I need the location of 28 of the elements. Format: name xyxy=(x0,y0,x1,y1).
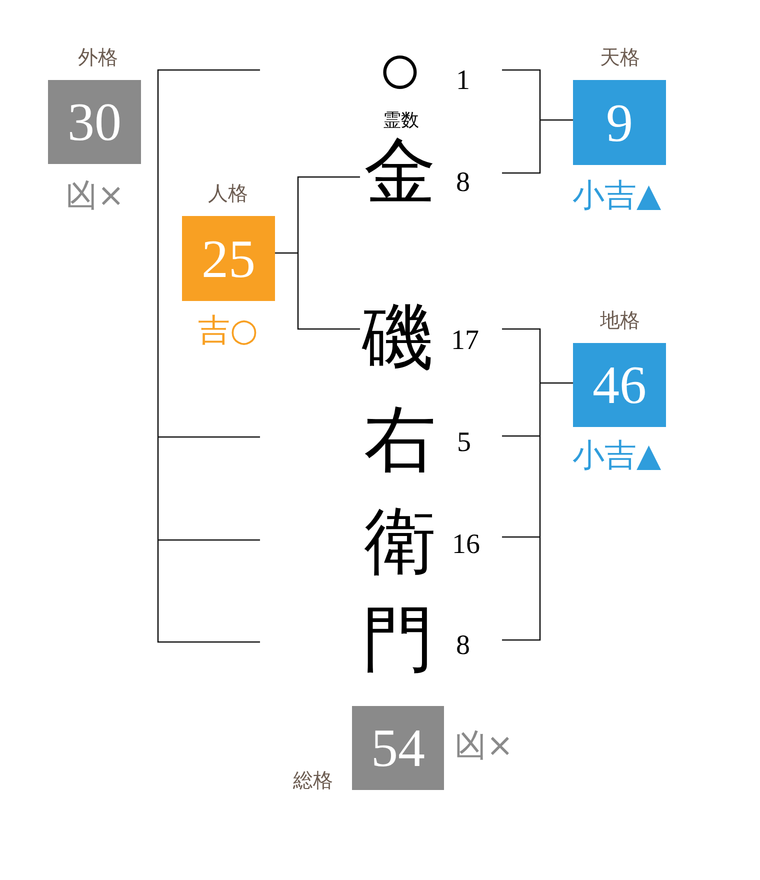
stroke-count: 17 xyxy=(451,327,479,355)
name-character: 金 xyxy=(364,136,436,208)
fortune-rating: 小吉▲ xyxy=(572,439,662,471)
note-text: 霊数 xyxy=(383,111,419,129)
category-heading: 地格 xyxy=(600,310,640,330)
fortune-rating: 凶× xyxy=(66,179,124,211)
name-character: ○ xyxy=(377,32,423,108)
stroke-count: 8 xyxy=(456,632,470,660)
stroke-count: 8 xyxy=(456,169,470,197)
name-character: 衛 xyxy=(364,506,436,578)
name-character: 門 xyxy=(362,604,434,676)
score-tile: 54 xyxy=(352,706,444,790)
name-character: 磯 xyxy=(362,302,434,374)
score-tile: 46 xyxy=(573,343,666,427)
score-tile: 25 xyxy=(182,216,275,301)
stroke-count: 16 xyxy=(452,531,480,559)
category-heading: 総格 xyxy=(293,770,333,790)
score-tile: 9 xyxy=(573,80,666,165)
fortune-rating: 凶× xyxy=(454,729,514,761)
fortune-rating: 小吉▲ xyxy=(572,179,662,211)
category-heading: 外格 xyxy=(78,47,118,67)
category-heading: 天格 xyxy=(600,47,640,67)
fortune-rating: 吉○ xyxy=(198,314,258,346)
stroke-count: 1 xyxy=(456,67,470,95)
stroke-count: 5 xyxy=(457,429,471,457)
category-heading: 人格 xyxy=(208,183,248,203)
score-tile: 30 xyxy=(48,80,141,164)
name-character: 右 xyxy=(364,404,436,476)
